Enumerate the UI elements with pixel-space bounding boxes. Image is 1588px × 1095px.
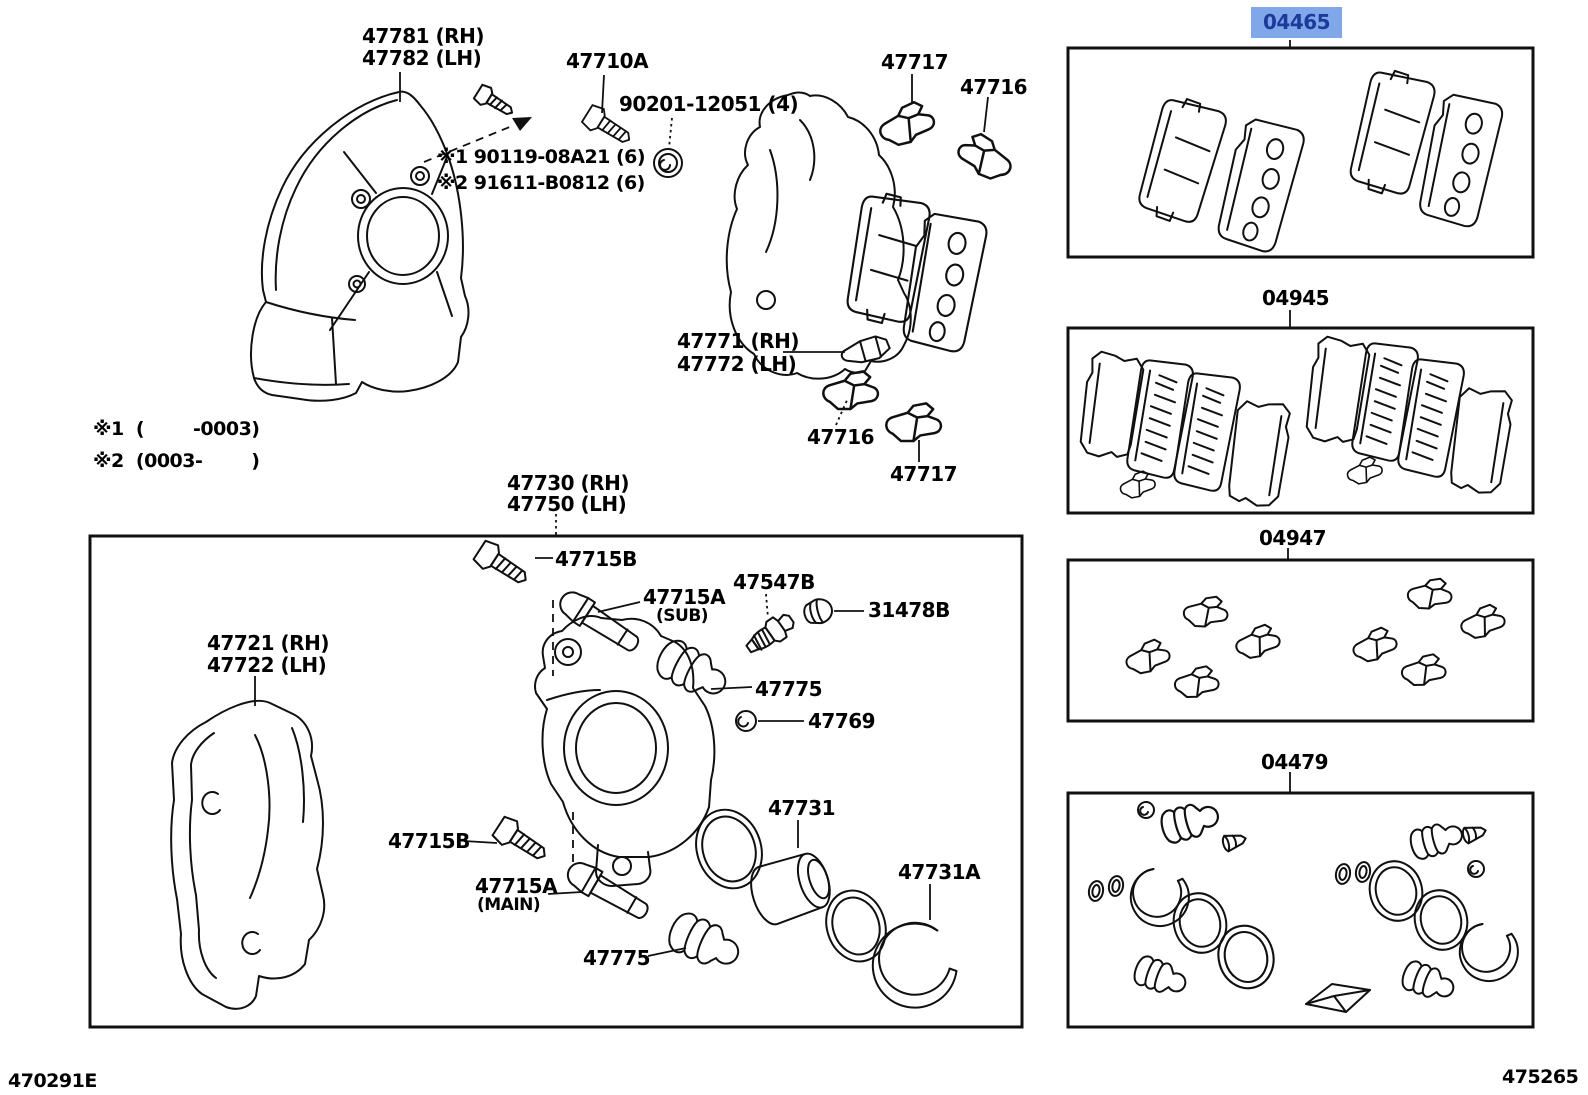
callout-91611-b0812[interactable]: ※2 91611-B0812 (6)	[437, 172, 645, 194]
callout-sub-suffix: (SUB)	[656, 606, 709, 626]
callout-main-suffix: (MAIN)	[477, 895, 541, 915]
callout-47772-lh[interactable]: 47772 (LH)	[677, 352, 797, 376]
caliper-subassembly-box	[88, 534, 1024, 1029]
clip-47716-bottom-drawing	[820, 366, 882, 415]
callout-47731[interactable]: 47731	[768, 796, 836, 820]
callout-47731a[interactable]: 47731A	[898, 860, 981, 884]
callout-47721-rh[interactable]: 47721 (RH)	[207, 631, 329, 655]
bleeder-47547b-drawing	[745, 613, 795, 654]
kit-box-04479	[1066, 791, 1535, 1029]
nut-47769-drawing	[735, 710, 757, 732]
callout-47710a[interactable]: 47710A	[566, 49, 649, 73]
bolt-47715b-bottom-drawing	[489, 813, 554, 869]
callout-47547b[interactable]: 47547B	[733, 570, 815, 594]
brake-pad-outer-drawing	[898, 210, 990, 355]
kit-code-04465-selected[interactable]: 04465	[1251, 7, 1343, 38]
piston-boot-drawing	[825, 889, 887, 963]
clip-47716-top-drawing	[952, 128, 1019, 185]
kit-04479-contents	[1086, 797, 1529, 1013]
caliper-drawing	[534, 615, 716, 887]
callout-47715b-bottom[interactable]: 47715B	[388, 829, 470, 853]
callout-47716-top[interactable]: 47716	[960, 75, 1028, 99]
callout-47715a-sub[interactable]: 47715A	[643, 585, 726, 609]
snap-ring-47731a-drawing	[871, 921, 958, 1009]
note-2-range: ※2 (0003- )	[93, 450, 260, 472]
kit-04947-contents	[1123, 573, 1507, 701]
callout-47771-rh[interactable]: 47771 (RH)	[677, 329, 799, 353]
kit-box-04947	[1066, 558, 1535, 723]
callout-47730-rh[interactable]: 47730 (RH)	[507, 471, 629, 495]
callout-90119-08a21[interactable]: ※1 90119-08A21 (6)	[437, 146, 646, 168]
piston-47731-drawing	[750, 852, 831, 926]
callout-47775-top[interactable]: 47775	[755, 677, 823, 701]
pin-47715a-main-drawing	[561, 855, 655, 927]
bolt-90119-drawing	[471, 82, 519, 123]
callout-47717-top[interactable]: 47717	[881, 50, 949, 74]
callout-47717-bottom[interactable]: 47717	[890, 462, 958, 486]
dust-cover-drawing	[250, 90, 470, 402]
kit-code-04947[interactable]: 04947	[1259, 526, 1327, 550]
callout-47716-bottom[interactable]: 47716	[807, 425, 875, 449]
kit-code-04479[interactable]: 04479	[1261, 750, 1329, 774]
washer-90201-drawing	[653, 148, 683, 178]
leader-lines	[254, 40, 1291, 957]
piston-seal-drawing	[695, 808, 763, 890]
callout-47750-lh[interactable]: 47750 (LH)	[507, 492, 627, 516]
callout-47775-bottom[interactable]: 47775	[583, 946, 651, 970]
note-1-range: ※1 ( -0003)	[93, 418, 260, 440]
callout-31478b[interactable]: 31478B	[868, 598, 950, 622]
callout-47781-rh[interactable]: 47781 (RH)	[362, 24, 484, 48]
callout-47715a-main[interactable]: 47715A	[475, 874, 558, 898]
callout-47769[interactable]: 47769	[808, 709, 876, 733]
kit-04945-contents	[1076, 334, 1516, 510]
bolt-47715b-top-drawing	[470, 537, 535, 593]
callout-47722-lh[interactable]: 47722 (LH)	[207, 653, 327, 677]
kit-box-04465	[1066, 46, 1535, 259]
callout-47715b-top[interactable]: 47715B	[555, 547, 637, 571]
cap-31478b-drawing	[803, 598, 833, 625]
callout-47782-lh[interactable]: 47782 (LH)	[362, 46, 482, 70]
brake-pad-inner-drawing	[841, 188, 934, 329]
torque-plate-drawing	[170, 699, 326, 1010]
clip-47717-bottom-drawing	[883, 398, 945, 447]
callout-90201-12051[interactable]: 90201-12051 (4)	[619, 92, 799, 116]
kit-box-04945	[1066, 326, 1535, 515]
drawing-code-right: 475265	[1502, 1066, 1579, 1088]
support-47771-drawing	[840, 335, 891, 364]
clip-47717-top-drawing	[875, 98, 938, 149]
boot-47775-bottom-drawing	[662, 907, 747, 977]
drawing-code-left: 470291E	[8, 1070, 97, 1092]
kit-04465-contents	[1132, 64, 1506, 256]
kit-code-04945[interactable]: 04945	[1262, 286, 1330, 310]
